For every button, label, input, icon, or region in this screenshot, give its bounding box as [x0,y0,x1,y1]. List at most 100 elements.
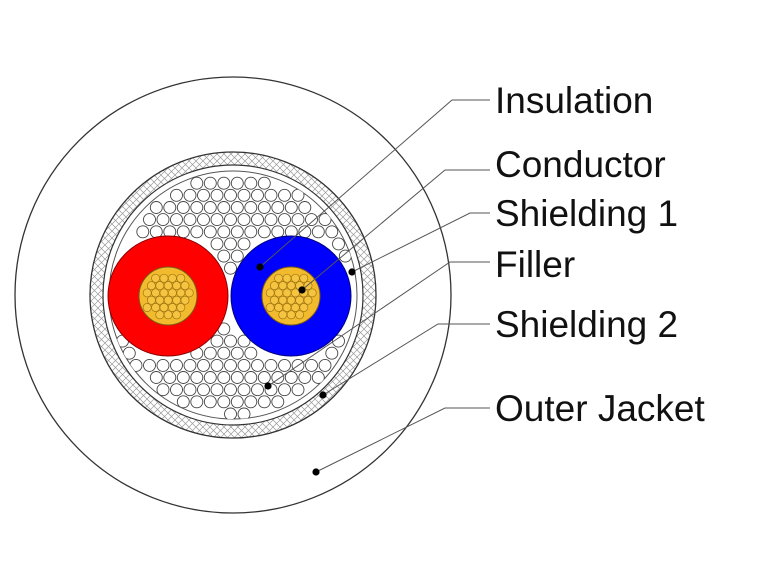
filler-strand [237,237,251,251]
conductor-strand [159,288,169,298]
filler-strand [230,346,244,360]
filler-strand [176,201,190,214]
filler-strand [257,371,271,384]
filler-strand [271,201,285,214]
filler-strand [278,188,291,202]
leader-conductor [301,169,490,291]
conductor-strand [142,288,152,298]
conductor-strand [155,295,165,305]
filler-strand [217,176,231,190]
filler-strand [217,201,231,214]
filler-strand [217,249,231,263]
conductor-strand [282,303,292,312]
conductor-strand [163,295,173,305]
filler-strand [163,371,177,384]
filler-strand [318,358,332,372]
filler-strand [284,371,298,384]
filler-strand [224,407,237,419]
filler-strand [210,383,224,397]
filler-strand [170,358,183,372]
conductor-strand [176,303,186,312]
filler-strand [170,188,183,202]
filler-strand [203,346,217,360]
filler-strand [230,395,244,409]
conductor-strand [155,310,165,320]
filler-strand [190,225,204,239]
filler-strand [244,346,258,360]
filler-strand [271,395,285,409]
conductor-strand [159,273,169,283]
conductor-strand [299,273,309,283]
conductor-strand [286,310,296,320]
filler-strand [176,225,190,239]
label-shielding-1: Shielding 1 [495,193,678,234]
conductor-strand [295,310,305,320]
filler-strand [278,358,291,372]
filler-strand [203,201,217,214]
conductor-strand [155,281,165,291]
filler-strand [332,237,345,251]
label-insulation: Insulation [495,80,653,121]
filler-strand [210,213,224,227]
conductor-strand [163,310,173,320]
conductor-strand [299,303,309,312]
filler-strand [291,213,305,227]
pointer-dot-insulation [256,263,264,271]
filler-strand [217,225,231,239]
filler-strand [163,201,177,214]
filler-strand [237,383,251,397]
conductor-strand [184,288,194,298]
conductor-strand [278,295,288,305]
conductor-strand [282,288,292,298]
filler-strand [210,334,224,348]
filler-strand [224,334,237,348]
conductor-strand [295,295,305,305]
filler-strand [257,395,271,409]
filler-strand [271,225,285,239]
filler-strand [278,383,291,397]
filler-strand [190,371,204,384]
filler-strand [149,201,163,214]
filler-strand [257,176,271,190]
filler-strand [224,213,237,227]
filler-strand [183,213,197,227]
conductor-strand [176,273,186,283]
filler-strand [230,371,244,384]
leader-insulation [259,99,490,268]
filler-strand [251,383,264,397]
filler-strand [143,213,156,227]
filler-strand [318,213,332,227]
conductor-strand [286,295,296,305]
leader-shielding-2 [322,323,490,396]
label-shielding-2: Shielding 2 [495,304,678,345]
filler-strand [136,225,150,239]
filler-strand [305,213,318,227]
filler-strand [237,334,251,348]
filler-strand [230,201,244,214]
filler-strand [210,358,224,372]
filler-strand [224,188,237,202]
conductor-strand [146,295,156,305]
filler-strand [176,395,190,409]
pointer-dot-filler [264,382,272,390]
conductor-strand [163,281,173,291]
filler-strand [197,383,210,397]
filler-strand [149,371,163,384]
filler-strands [116,176,352,419]
filler-strand [311,225,325,239]
conductor-strand [167,288,177,298]
filler-strand [237,188,251,202]
conductor-strand [290,303,300,312]
conductor-strand [142,303,152,312]
filler-strand [183,188,197,202]
filler-strand [332,334,345,348]
filler-strand [190,395,204,409]
filler-strand [257,225,271,239]
filler-strand [244,201,258,214]
conductor-strand [167,273,177,283]
conductor-strand [176,288,186,298]
filler-strand [237,358,251,372]
filler-strand [176,371,190,384]
right-conductor-strands [265,273,317,320]
label-outer-jacket: Outer Jacket [495,388,705,429]
